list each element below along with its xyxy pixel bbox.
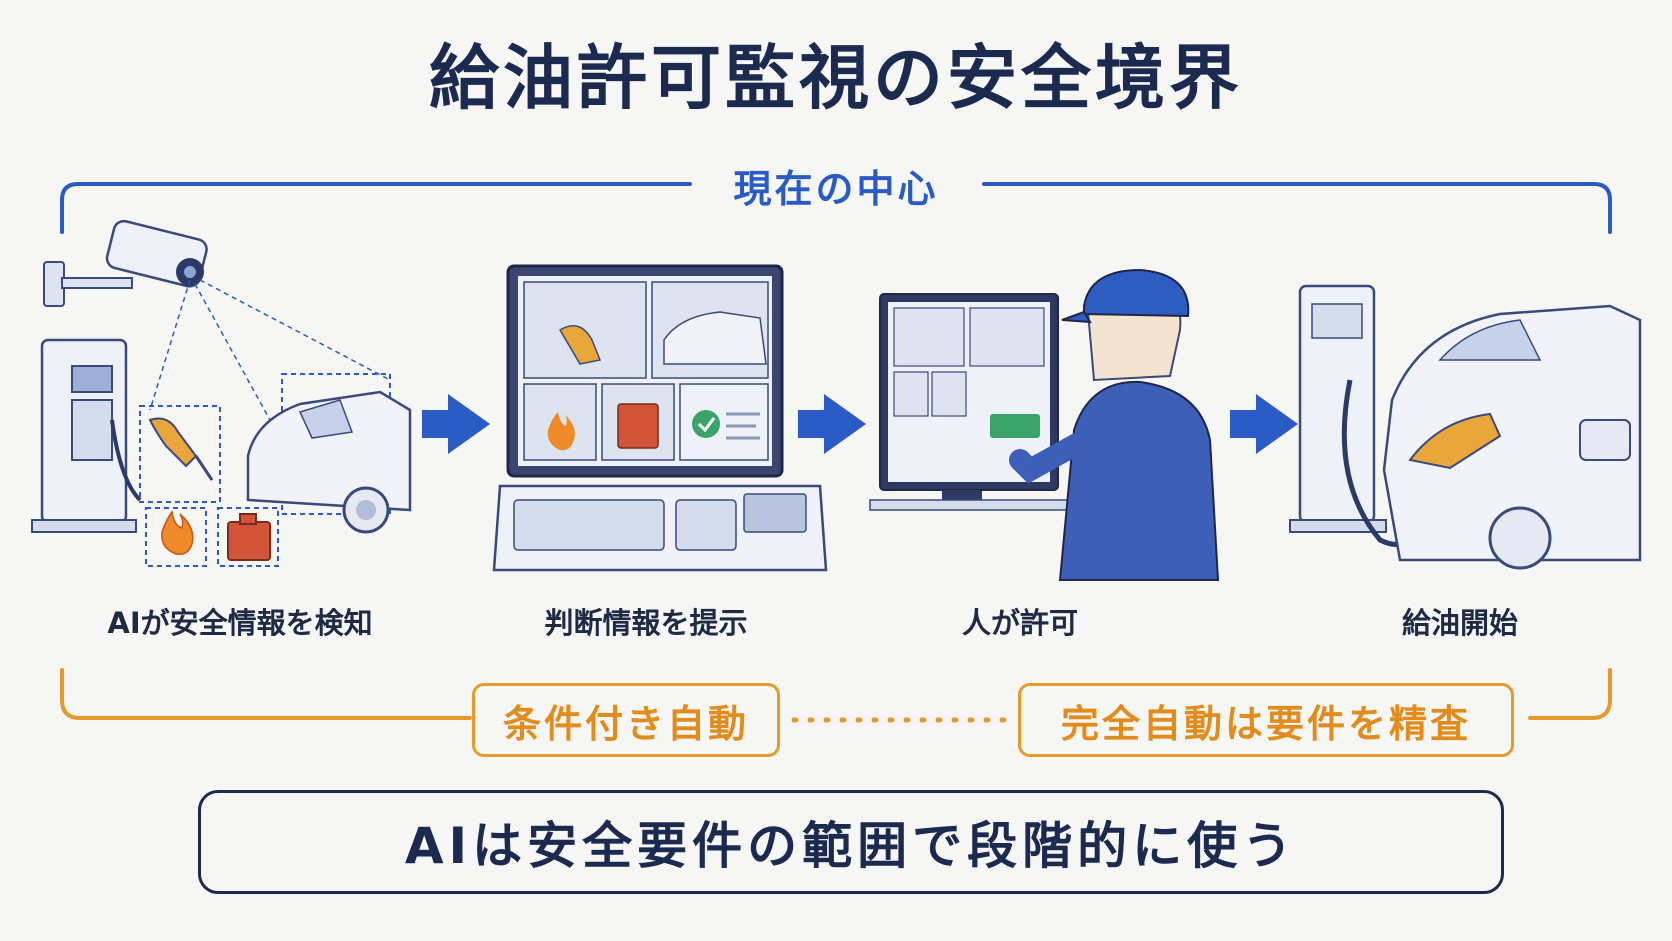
page-title: 給油許可監視の安全境界 bbox=[429, 37, 1243, 119]
fuel-pump-icon bbox=[31, 338, 142, 533]
step4-illustration bbox=[1289, 284, 1642, 570]
step-label-approve: 人が許可 bbox=[961, 606, 1078, 640]
arrow-right-icon bbox=[422, 394, 490, 454]
camera-icon bbox=[43, 219, 208, 307]
fuel-can-icon bbox=[227, 513, 271, 561]
step-label-detect: AIが安全情報を検知 bbox=[107, 606, 373, 640]
car-icon bbox=[246, 390, 412, 534]
arrow-right-icon bbox=[1230, 394, 1298, 454]
car-icon bbox=[1382, 304, 1642, 562]
step1-illustration bbox=[31, 219, 412, 567]
summary-box: AIは安全要件の範囲で段階的に使う bbox=[198, 790, 1504, 894]
full-auto-review-box: 完全自動は要件を精査 bbox=[1018, 683, 1514, 757]
control-console-icon bbox=[492, 484, 828, 572]
nozzle-icon bbox=[148, 417, 214, 481]
step-label-start: 給油開始 bbox=[1401, 606, 1518, 640]
center-label: 現在の中心 bbox=[700, 158, 972, 213]
bottom-bracket bbox=[60, 668, 1612, 720]
flame-icon bbox=[161, 510, 194, 556]
conditional-auto-box: 条件付き自動 bbox=[472, 683, 780, 757]
operator-icon bbox=[1009, 268, 1220, 581]
step2-illustration bbox=[492, 264, 828, 572]
monitor-icon bbox=[506, 264, 784, 478]
step-label-present: 判断情報を提示 bbox=[544, 606, 748, 640]
top-bracket bbox=[60, 182, 1612, 234]
check-icon bbox=[692, 410, 720, 438]
step3-illustration bbox=[869, 268, 1220, 581]
arrow-right-icon bbox=[798, 394, 866, 454]
